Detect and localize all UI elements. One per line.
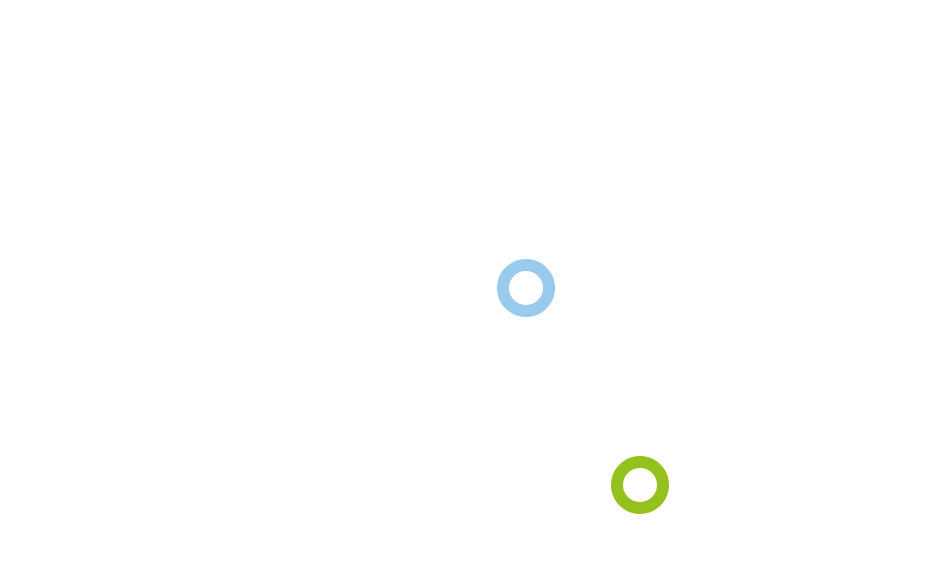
green-ring-icon: [611, 456, 669, 514]
blue-ring-icon: [497, 259, 555, 317]
